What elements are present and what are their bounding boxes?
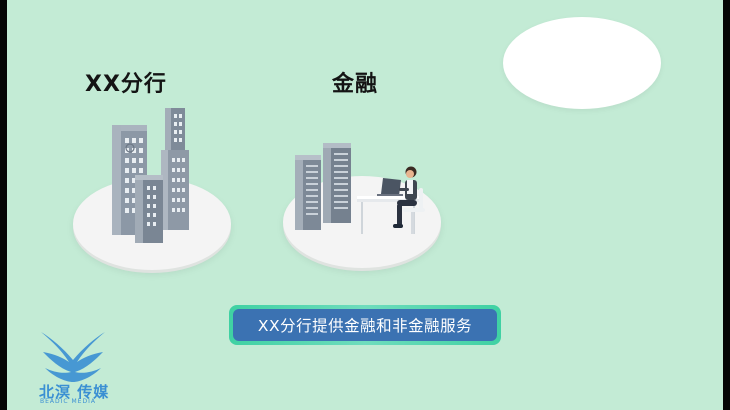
- caption-text: XX分行提供金融和非金融服务: [233, 309, 497, 341]
- letterbox-right: [723, 0, 730, 410]
- office-worker-icon: [357, 166, 425, 234]
- finance-label: 金融: [332, 72, 379, 97]
- office-buildings-icon: [112, 108, 189, 243]
- letterbox-left: [0, 0, 7, 410]
- video-frame: XX分行 金融: [7, 0, 723, 410]
- empty-bubble: [503, 17, 661, 109]
- beiming-logo-icon: [41, 332, 105, 382]
- logo-text: 北溟 传媒: [39, 383, 110, 401]
- logo-subtext: BEADIC MEDIA: [40, 398, 96, 405]
- branch-label: XX分行: [85, 72, 167, 97]
- caption-box: XX分行提供金融和非金融服务: [229, 305, 501, 345]
- server-racks-icon: [295, 143, 351, 230]
